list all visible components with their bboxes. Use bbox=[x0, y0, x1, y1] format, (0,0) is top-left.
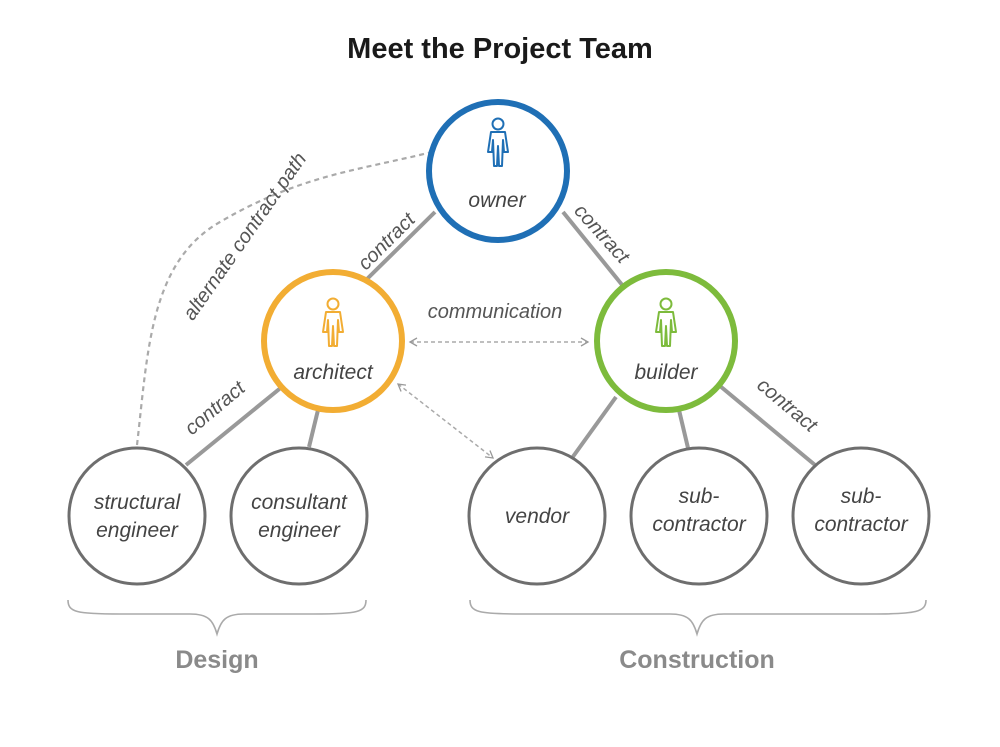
structural-engineer-node: structural engineer bbox=[67, 446, 207, 586]
architect-label: architect bbox=[293, 361, 374, 384]
owner-architect-contract-label: contract bbox=[354, 208, 421, 275]
subcontractor-1-label-line1: sub- bbox=[679, 485, 720, 508]
structural-engineer-label-line2: engineer bbox=[96, 519, 179, 542]
owner-builder-line bbox=[561, 210, 625, 288]
construction-group-label: Construction bbox=[619, 646, 775, 674]
builder-subcontractor1-line bbox=[677, 409, 690, 449]
owner-node: owner bbox=[426, 99, 570, 243]
subcontractor-1-label-line2: contractor bbox=[652, 513, 746, 536]
subcontractor-node-2: sub- contractor bbox=[791, 446, 931, 586]
architect-structural-contract-label: contract bbox=[181, 376, 251, 440]
builder-subcontractor2-line bbox=[718, 384, 817, 467]
vendor-node: vendor bbox=[467, 446, 607, 586]
consultant-engineer-node: consultant engineer bbox=[229, 446, 369, 586]
owner-architect-line bbox=[364, 210, 437, 282]
construction-brace bbox=[469, 599, 927, 637]
architect-node: architect bbox=[261, 269, 405, 413]
subcontractor-2-label-line2: contractor bbox=[814, 513, 908, 536]
consultant-engineer-label-line1: consultant bbox=[251, 491, 348, 514]
design-brace bbox=[67, 599, 367, 637]
architect-structural-line bbox=[184, 384, 285, 467]
builder-label: builder bbox=[634, 361, 698, 384]
design-group-label: Design bbox=[175, 646, 258, 674]
consultant-engineer-label-line2: engineer bbox=[258, 519, 341, 542]
subcontractor-node-1: sub- contractor bbox=[629, 446, 769, 586]
subcontractor-2-label-line1: sub- bbox=[841, 485, 882, 508]
builder-node: builder bbox=[594, 269, 738, 413]
architect-consultant-line bbox=[307, 409, 320, 448]
communication-label: communication bbox=[428, 301, 563, 323]
page-title: Meet the Project Team bbox=[347, 33, 653, 65]
owner-label: owner bbox=[468, 189, 526, 212]
architect-vendor-arrow bbox=[396, 383, 495, 459]
builder-vendor-line bbox=[570, 395, 618, 460]
vendor-label: vendor bbox=[505, 505, 570, 528]
alternate-contract-path-line bbox=[135, 150, 433, 446]
builder-subcontractor-contract-label: contract bbox=[753, 374, 823, 438]
structural-engineer-label-line1: structural bbox=[94, 491, 182, 514]
